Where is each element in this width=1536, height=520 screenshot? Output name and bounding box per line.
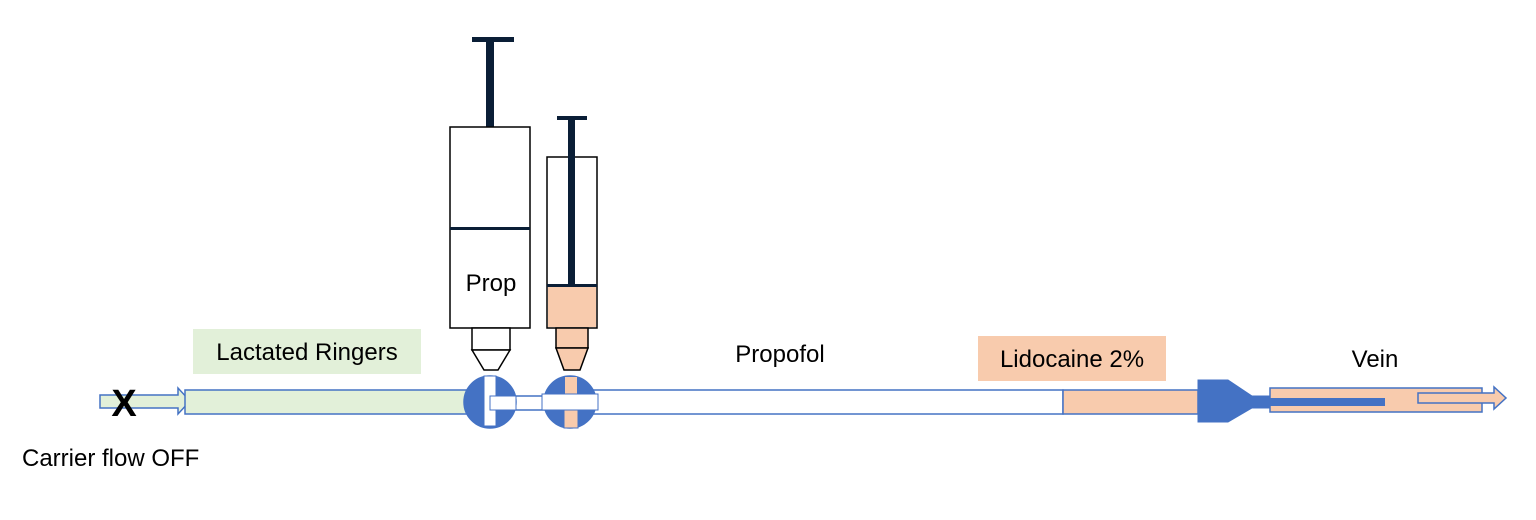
propofol-syringe-neck <box>471 327 511 351</box>
lactated-ringers-label: Lactated Ringers <box>216 339 397 366</box>
propofol-plunger-seal <box>450 227 530 230</box>
stopcock-1[interactable] <box>463 375 517 429</box>
stopcock-2[interactable] <box>541 375 599 429</box>
lactated-ringers-label-bg <box>193 329 421 374</box>
propofol-tubing-segment <box>574 389 1064 415</box>
lidocaine-plunger-seal <box>547 284 597 287</box>
propofol-syringe-tip <box>470 349 512 371</box>
lidocaine-syringe-fluid <box>548 286 596 327</box>
ringers-tubing-segment <box>184 389 481 415</box>
propofol-label: Propofol <box>735 341 824 368</box>
lidocaine-syringe-tip <box>554 347 590 371</box>
lidocaine-label-bg <box>978 336 1166 381</box>
flow-stop-mark: X <box>111 383 137 425</box>
propofol-syringe-label: Prop <box>466 270 517 297</box>
vein-flow-arrow <box>1417 385 1508 411</box>
lidocaine-plunger-rod <box>568 118 575 286</box>
lidocaine-syringe <box>546 116 598 371</box>
propofol-syringe: Prop <box>449 37 531 371</box>
lidocaine-syringe-neck <box>555 327 589 349</box>
carrier-inlet-arrow <box>99 386 192 416</box>
cannula-catheter <box>1270 398 1385 406</box>
propofol-plunger-handle <box>472 37 514 42</box>
lidocaine-plunger-handle <box>557 116 587 120</box>
carrier-flow-label: Carrier flow OFF <box>22 445 199 472</box>
lidocaine-tubing-segment <box>1062 389 1199 415</box>
lidocaine-label: Lidocaine 2% <box>1000 346 1144 373</box>
cannula-hub <box>1197 379 1273 423</box>
vein-label: Vein <box>1352 346 1399 373</box>
